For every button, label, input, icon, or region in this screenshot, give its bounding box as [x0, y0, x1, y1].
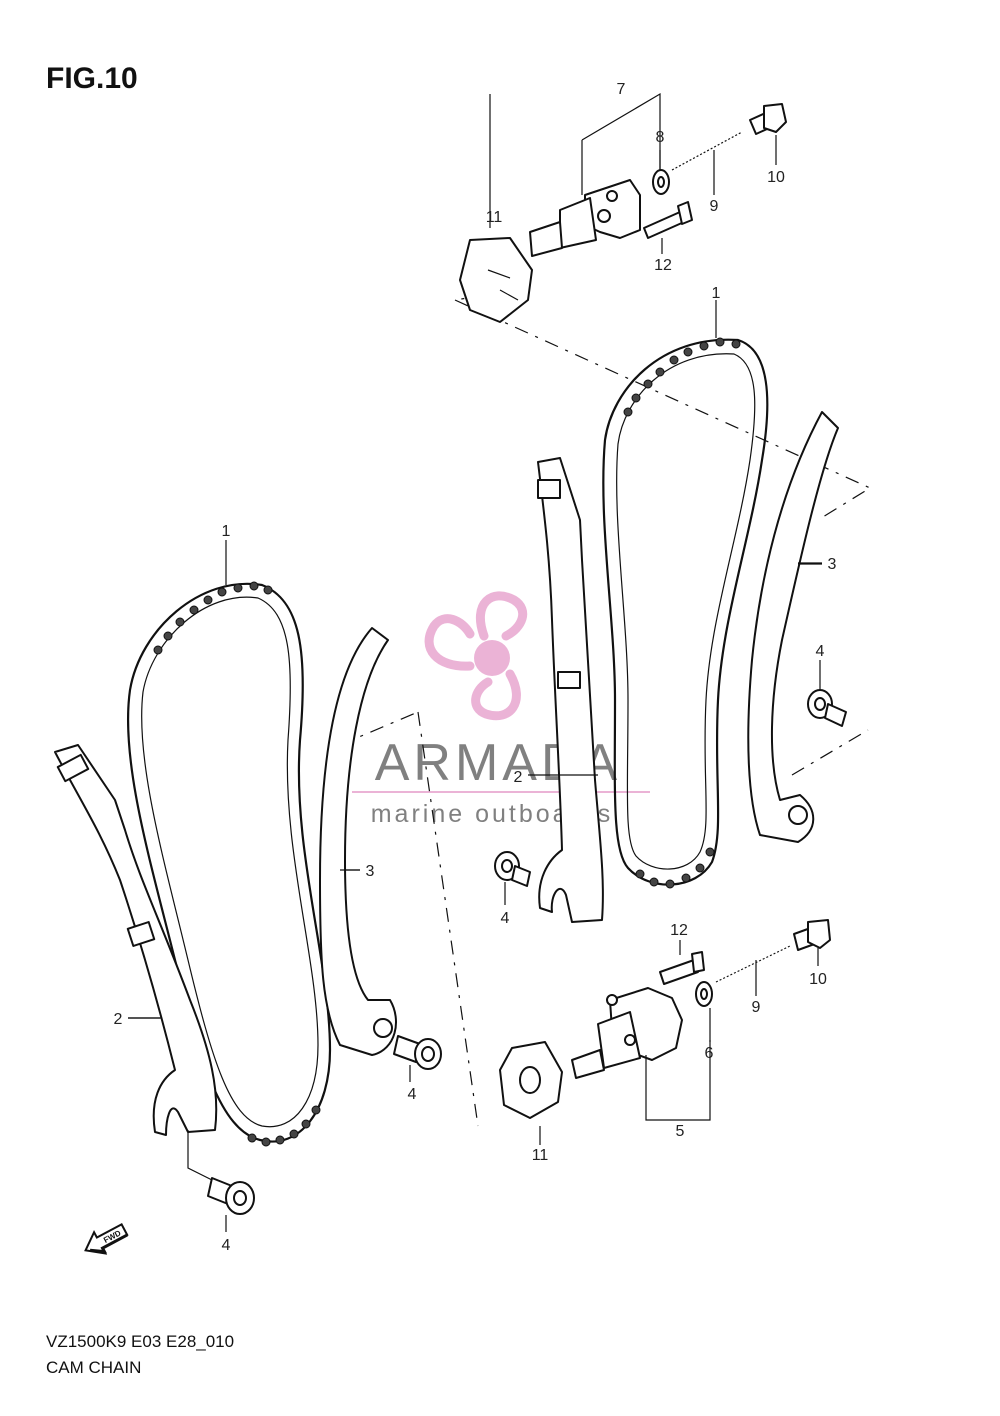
callout-5: 5 — [676, 1123, 685, 1140]
callout-4-d: 4 — [816, 643, 825, 660]
figure-title: FIG.10 — [46, 62, 138, 95]
callout-2-left: 2 — [114, 1011, 123, 1028]
bolt-12-top — [643, 201, 693, 239]
callout-11-bottom: 11 — [532, 1147, 549, 1164]
callout-10-bottom: 10 — [809, 971, 827, 988]
bolt-10-bottom — [793, 919, 831, 951]
cam-chain-left — [126, 540, 332, 1147]
bolt-left-upper — [393, 1035, 442, 1070]
armada-watermark: ARMADA marine outboards — [352, 591, 650, 828]
callout-1-left: 1 — [222, 523, 231, 540]
fwd-arrow-icon: FWD — [84, 1223, 129, 1255]
bolt-10-top — [749, 103, 787, 135]
chain-guide-right — [747, 411, 839, 843]
gasket-top — [459, 237, 533, 323]
figure-name: CAM CHAIN — [46, 1358, 142, 1377]
callout-6: 6 — [705, 1045, 714, 1062]
callout-9-bottom: 9 — [752, 999, 761, 1016]
callout-11-top: 11 — [486, 209, 503, 226]
chain-links-top-left — [153, 581, 273, 655]
callout-3-left: 3 — [366, 863, 375, 880]
chain-tensioner-left — [54, 744, 218, 1136]
washer-top — [652, 169, 670, 195]
callout-8: 8 — [656, 129, 665, 146]
armada-propeller-logo-icon — [424, 591, 528, 721]
callout-4-a: 4 — [408, 1086, 417, 1103]
washer-bottom — [695, 981, 713, 1007]
spring-top — [671, 131, 743, 171]
guide-lines — [339, 294, 872, 1127]
callout-7: 7 — [617, 81, 626, 98]
chain-guide-left — [319, 627, 397, 1056]
callout-4-c: 4 — [501, 910, 510, 927]
bolt-right-mid — [494, 851, 531, 905]
gasket-bottom — [499, 1041, 563, 1145]
chain-tensioner-right — [528, 457, 604, 923]
callout-2-right: 2 — [514, 769, 523, 786]
model-code: VZ1500K9 E03 E28_010 — [46, 1332, 235, 1351]
callout-12-bottom: 12 — [670, 922, 688, 939]
chain-links-top-right — [623, 337, 741, 417]
callout-3-right: 3 — [828, 556, 837, 573]
bolt-left-lower — [187, 1130, 255, 1215]
spring-bottom — [715, 945, 791, 983]
bolt-12-bottom — [659, 940, 705, 985]
callout-10-top: 10 — [767, 169, 785, 186]
callout-labels: 1 1 2 2 3 3 4 4 4 4 5 6 7 8 9 9 10 10 11… — [114, 81, 837, 1254]
callout-leaders — [128, 94, 822, 1232]
chain-links-bottom-right — [635, 847, 715, 889]
callout-9-top: 9 — [710, 198, 719, 215]
callout-12-top: 12 — [654, 257, 672, 274]
bolt-right-upper — [807, 660, 847, 727]
chain-links-bottom-left — [247, 1105, 321, 1147]
callout-4-b: 4 — [222, 1237, 231, 1254]
callout-1-right: 1 — [712, 285, 721, 302]
tensioner-assembly-top — [459, 92, 661, 323]
cam-chain-right — [602, 300, 769, 889]
tensioner-assembly-bottom — [571, 987, 711, 1121]
